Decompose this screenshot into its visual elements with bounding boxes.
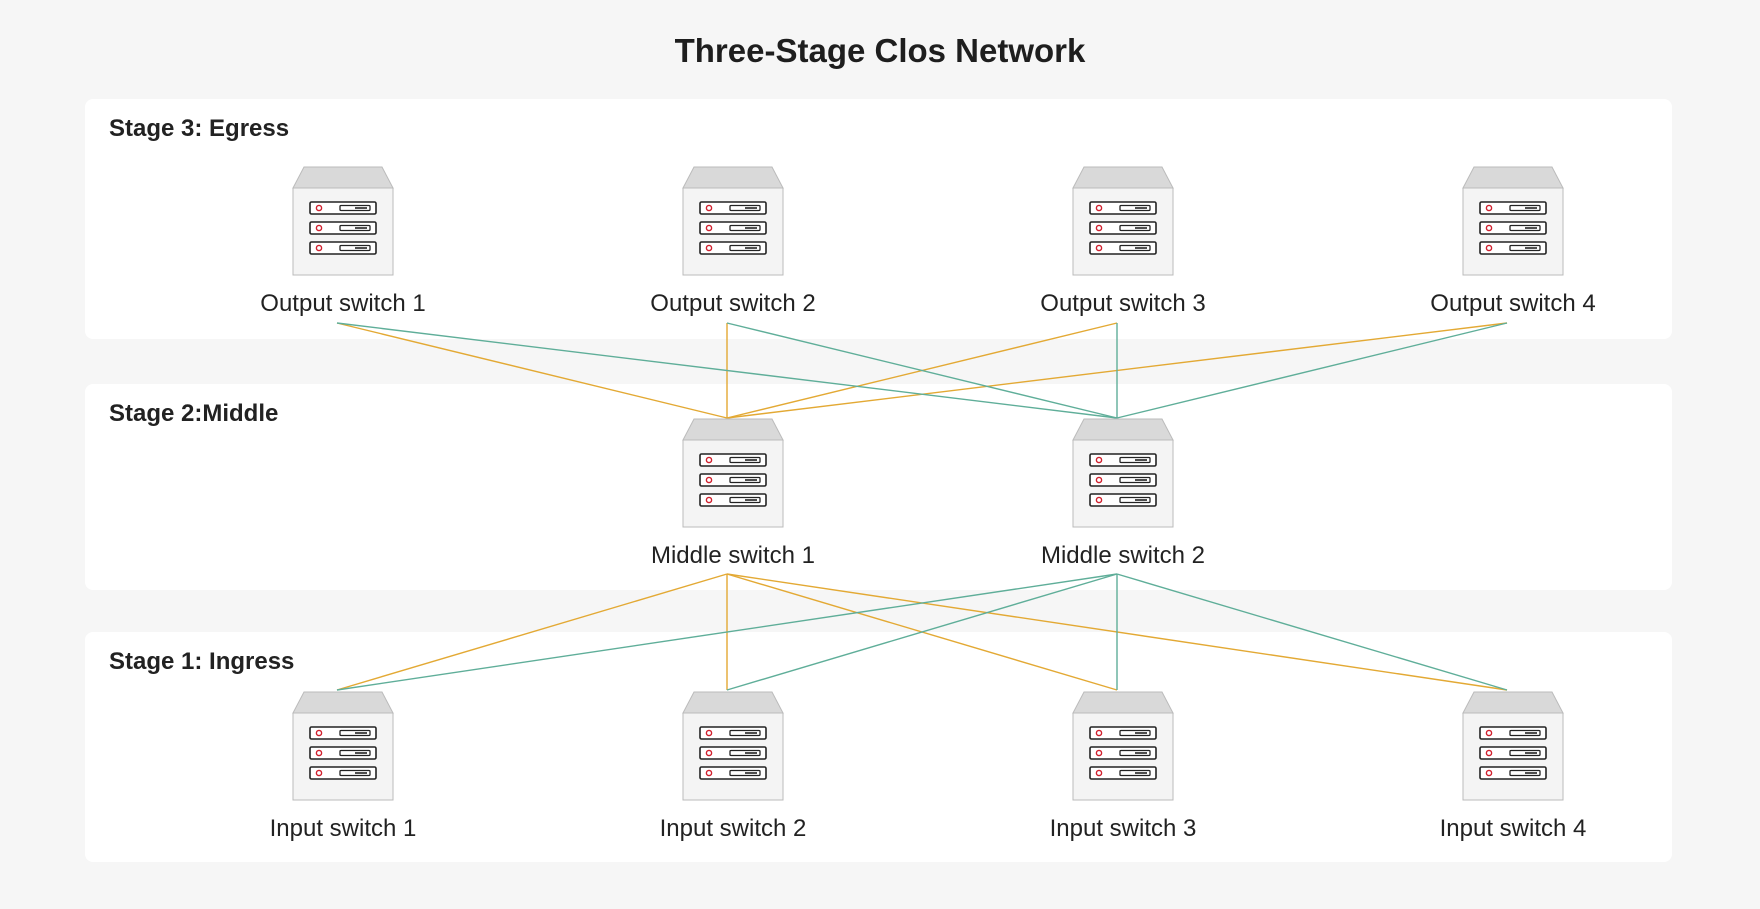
server-rack-icon <box>1462 691 1564 801</box>
input-switch-4[interactable]: Input switch 4 <box>1393 691 1633 843</box>
stage-ingress-label: Stage 1: Ingress <box>109 648 295 675</box>
middle-switch-1[interactable]: Middle switch 1 <box>613 418 853 570</box>
server-rack-icon <box>682 691 784 801</box>
output-switch-1-label: Output switch 1 <box>260 290 426 317</box>
input-switch-2-label: Input switch 2 <box>659 815 807 842</box>
server-rack-icon <box>292 166 394 276</box>
output-switch-4[interactable]: Output switch 4 <box>1393 166 1633 318</box>
stage-middle-panel: Stage 2:Middle <box>85 384 1672 590</box>
input-switch-3-label: Input switch 3 <box>1049 815 1197 842</box>
diagram-title: Three-Stage Clos Network <box>674 32 1086 69</box>
output-switch-4-label: Output switch 4 <box>1430 290 1596 317</box>
middle-switch-2-label: Middle switch 2 <box>1040 542 1206 569</box>
input-switch-3[interactable]: Input switch 3 <box>1003 691 1243 843</box>
stage-egress-label: Stage 3: Egress <box>109 115 290 142</box>
middle-switch-1-label: Middle switch 1 <box>650 542 816 569</box>
input-switch-4-label: Input switch 4 <box>1439 815 1587 842</box>
stage-middle-label: Stage 2:Middle <box>109 400 279 427</box>
server-rack-icon <box>1072 166 1174 276</box>
middle-switch-2[interactable]: Middle switch 2 <box>1003 418 1243 570</box>
output-switch-3-label: Output switch 3 <box>1040 290 1206 317</box>
output-switch-2[interactable]: Output switch 2 <box>613 166 853 318</box>
server-rack-icon <box>682 166 784 276</box>
output-switch-2-label: Output switch 2 <box>650 290 816 317</box>
server-rack-icon <box>1072 691 1174 801</box>
server-rack-icon <box>1072 418 1174 528</box>
output-switch-1[interactable]: Output switch 1 <box>223 166 463 318</box>
input-switch-1-label: Input switch 1 <box>269 815 417 842</box>
input-switch-1[interactable]: Input switch 1 <box>223 691 463 843</box>
server-rack-icon <box>292 691 394 801</box>
server-rack-icon <box>682 418 784 528</box>
input-switch-2[interactable]: Input switch 2 <box>613 691 853 843</box>
server-rack-icon <box>1462 166 1564 276</box>
output-switch-3[interactable]: Output switch 3 <box>1003 166 1243 318</box>
